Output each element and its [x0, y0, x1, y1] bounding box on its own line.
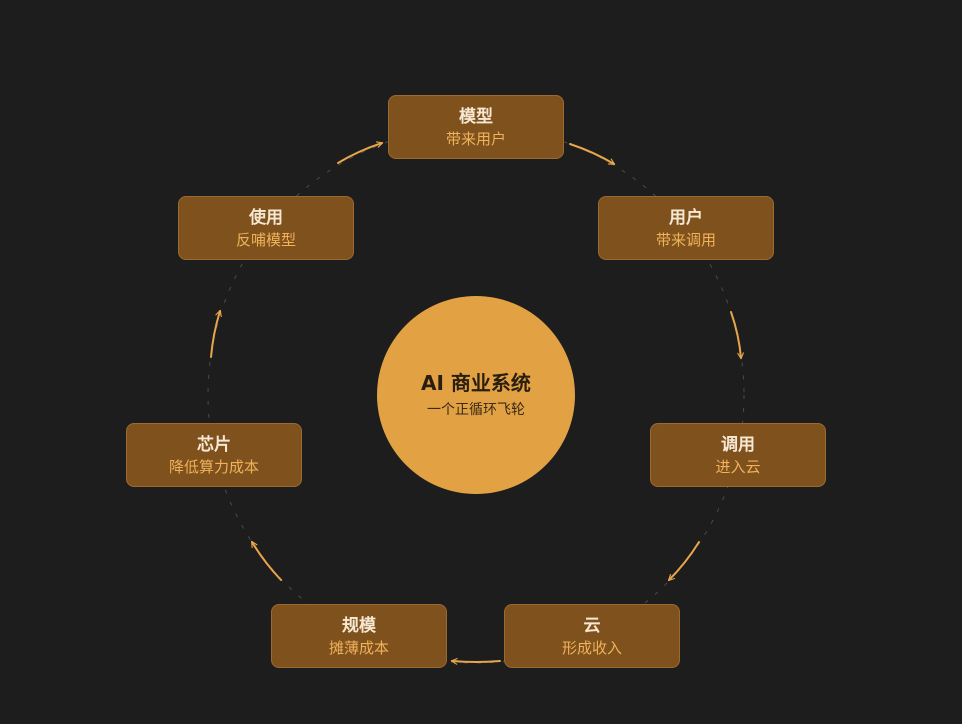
node-call: 调用 进入云	[650, 423, 826, 487]
hub-title: AI 商业系统	[421, 371, 531, 395]
arrow-user-to-call	[730, 311, 744, 360]
node-title: 模型	[459, 107, 493, 127]
node-scale: 规模 摊薄成本	[271, 604, 447, 668]
node-title: 云	[583, 616, 601, 636]
arrow-chip-to-use	[210, 309, 222, 358]
node-subtitle: 摊薄成本	[328, 639, 389, 657]
node-subtitle: 反哺模型	[235, 231, 296, 249]
node-subtitle: 进入云	[715, 458, 761, 476]
node-user: 用户 带来调用	[598, 196, 774, 260]
node-title: 规模	[342, 616, 376, 636]
node-subtitle: 降低算力成本	[168, 458, 259, 476]
node-subtitle: 带来用户	[445, 130, 506, 148]
node-use: 使用 反哺模型	[178, 196, 354, 260]
node-title: 用户	[669, 208, 703, 228]
arrow-scale-to-chip	[251, 540, 282, 581]
arrow-cloud-to-scale	[450, 658, 501, 665]
node-subtitle: 带来调用	[655, 231, 716, 249]
node-title: 使用	[249, 208, 283, 228]
node-title: 芯片	[197, 435, 231, 455]
node-cloud: 云 形成收入	[504, 604, 680, 668]
node-chip: 芯片 降低算力成本	[126, 423, 302, 487]
node-model: 模型 带来用户	[388, 95, 564, 159]
hub-circle: AI 商业系统 一个正循环飞轮	[377, 296, 575, 494]
arrow-model-to-user	[569, 143, 616, 165]
arrow-use-to-model	[337, 141, 384, 164]
hub-subtitle: 一个正循环飞轮	[427, 402, 525, 418]
node-subtitle: 形成收入	[561, 639, 622, 657]
node-title: 调用	[721, 435, 755, 455]
arrow-call-to-cloud	[667, 541, 700, 582]
